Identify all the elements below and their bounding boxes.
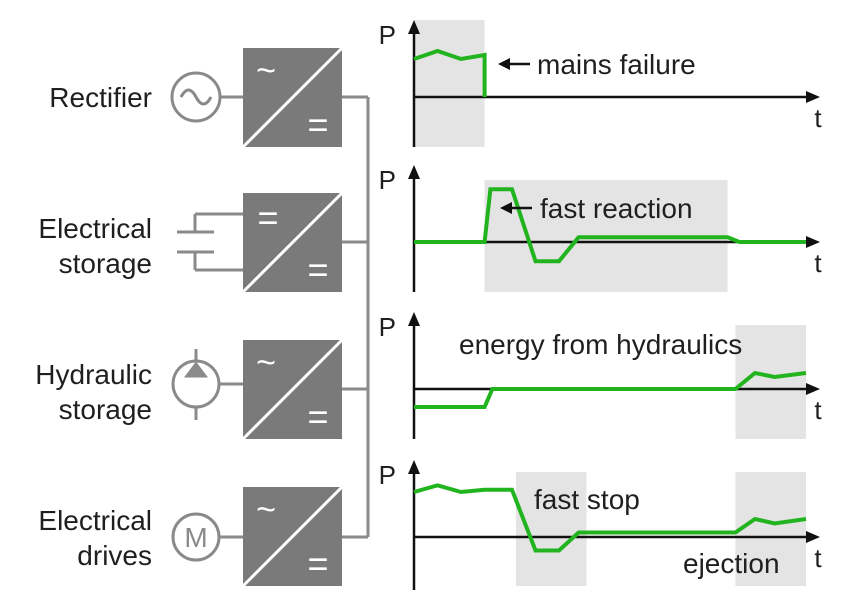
y-axis-label: P [379, 460, 396, 490]
converter-bottom-symbol: = [307, 249, 328, 290]
annotation-fast-reaction: fast reaction [500, 193, 693, 224]
plot-rectifier: Pt [379, 20, 822, 147]
annotation-text: mains failure [537, 49, 696, 80]
converter-rectifier: ~ = [241, 46, 344, 149]
x-axis-arrow [806, 91, 820, 103]
converter-bottom-symbol: = [307, 104, 328, 145]
annotation-energy-from-hydraulics: energy from hydraulics [459, 329, 742, 360]
converter-top-symbol: ~ [256, 52, 276, 90]
power-signal-line [414, 370, 807, 409]
x-axis-arrow [806, 236, 820, 248]
plot-electrical-drives: Pt [379, 460, 822, 590]
dc-bus [342, 95, 370, 539]
ac-source-icon [170, 71, 243, 123]
hydraulic-pump-icon [171, 349, 243, 420]
y-axis-arrow [408, 460, 420, 474]
power-signal-line [413, 483, 807, 553]
label-electrical-storage-line2: storage [59, 248, 152, 279]
annotation-text: fast reaction [540, 193, 693, 224]
power-signal-line [413, 48, 487, 97]
converter-top-symbol: = [257, 197, 278, 238]
label-electrical-drives-line1: Electrical [38, 505, 152, 536]
highlight-region [414, 20, 485, 147]
converter-electrical-drives: ~ = [241, 485, 344, 588]
x-axis-label: t [814, 543, 822, 573]
annotation-ejection: ejection [683, 548, 780, 579]
x-axis-label: t [814, 103, 822, 133]
plot-hydraulic-storage: Pt [379, 312, 822, 439]
annotation-fast-stop: fast stop [534, 484, 640, 515]
label-rectifier: Rectifier [49, 82, 152, 113]
converter-bottom-symbol: = [307, 543, 328, 584]
annotation-mains-failure: mains failure [498, 49, 696, 80]
motor-icon: M [171, 512, 243, 562]
converter-top-symbol: ~ [256, 491, 276, 529]
label-hydraulic-storage-line1: Hydraulic [35, 359, 152, 390]
highlight-region [735, 472, 806, 586]
converter-top-symbol: ~ [256, 344, 276, 382]
x-axis-arrow [806, 383, 820, 395]
label-electrical-storage-line1: Electrical [38, 213, 152, 244]
converter-hydraulic-storage: ~ = [241, 338, 344, 441]
y-axis-arrow [408, 312, 420, 326]
plot-electrical-storage: Pt [379, 165, 822, 292]
highlight-region [735, 325, 806, 439]
y-axis-arrow [408, 165, 420, 179]
power-signal-line [414, 187, 806, 264]
x-axis-label: t [814, 248, 822, 278]
y-axis-label: P [379, 20, 396, 50]
x-axis-label: t [814, 395, 822, 425]
y-axis-label: P [379, 312, 396, 342]
capacitor-icon [177, 212, 243, 272]
y-axis-label: P [379, 165, 396, 195]
x-axis-arrow [806, 531, 820, 543]
converter-bottom-symbol: = [307, 396, 328, 437]
y-axis-arrow [408, 20, 420, 34]
label-electrical-drives-line2: drives [77, 540, 152, 571]
converter-electrical-storage: = = [241, 191, 344, 294]
motor-letter: M [184, 522, 207, 553]
label-hydraulic-storage-line2: storage [59, 394, 152, 425]
